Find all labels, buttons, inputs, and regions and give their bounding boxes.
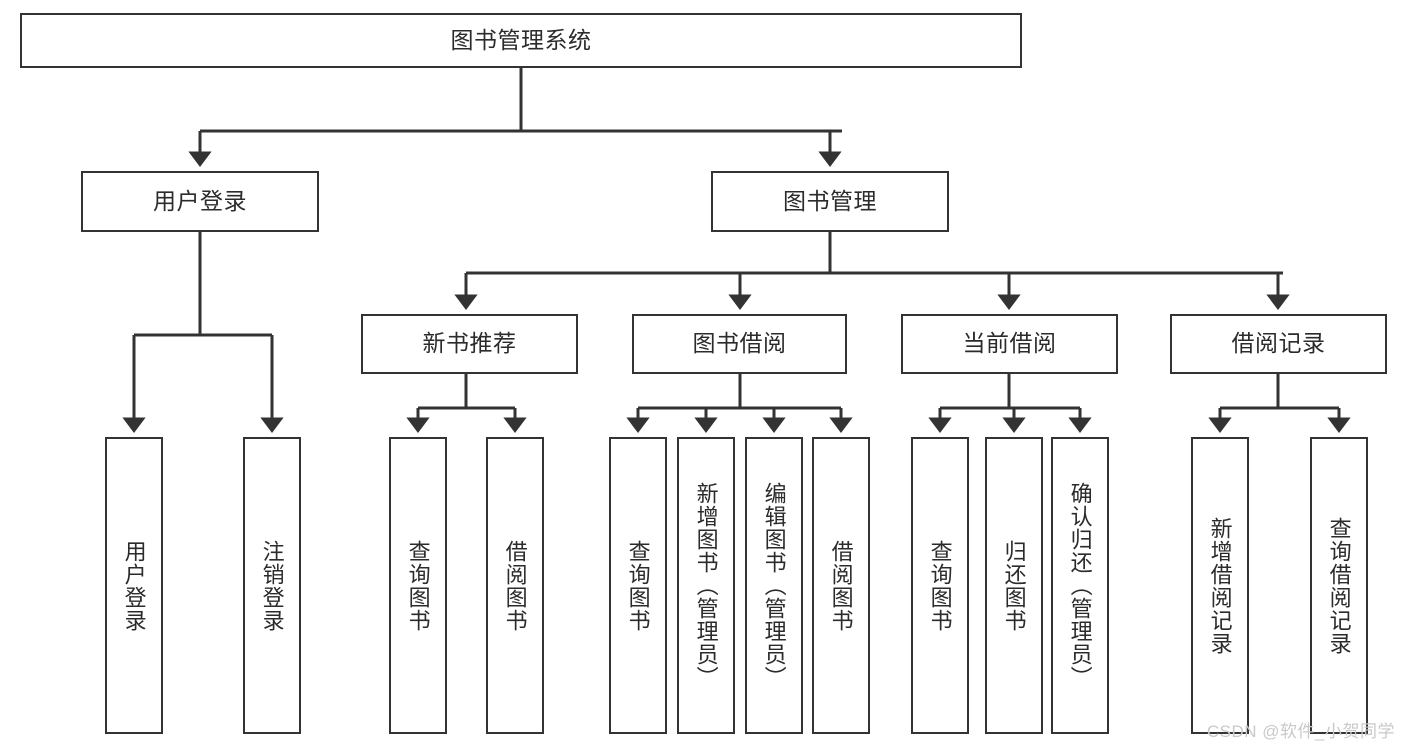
node-leaf-user-logout-label: 注销登录: [259, 539, 285, 632]
node-leaf-confirm-return[interactable]: 确认归还（管理员）: [1051, 437, 1109, 734]
node-leaf-return-book[interactable]: 归还图书: [985, 437, 1043, 734]
node-book-borrow-label: 图书借阅: [692, 330, 787, 357]
node-leaf-query-record[interactable]: 查询借阅记录: [1310, 437, 1368, 734]
node-new-book-recommend[interactable]: 新书推荐: [361, 314, 578, 374]
node-leaf-query-book-3[interactable]: 查询图书: [911, 437, 969, 734]
node-leaf-query-book-2[interactable]: 查询图书: [609, 437, 667, 734]
node-book-manage[interactable]: 图书管理: [711, 171, 949, 232]
node-new-book-recommend-label: 新书推荐: [422, 330, 517, 357]
node-leaf-edit-book-label: 编辑图书（管理员）: [761, 482, 787, 689]
node-root[interactable]: 图书管理系统: [20, 13, 1022, 68]
node-root-label: 图书管理系统: [450, 26, 592, 53]
watermark-text: CSDN @软件_小贺同学: [1206, 722, 1395, 741]
node-current-borrow[interactable]: 当前借阅: [901, 314, 1118, 374]
node-leaf-query-book-1-label: 查询图书: [405, 539, 431, 632]
node-leaf-query-record-label: 查询借阅记录: [1326, 516, 1352, 655]
node-leaf-edit-book[interactable]: 编辑图书（管理员）: [745, 437, 803, 734]
node-user-login-label: 用户登录: [153, 187, 247, 214]
node-leaf-borrow-book-2[interactable]: 借阅图书: [812, 437, 870, 734]
node-leaf-add-record-label: 新增借阅记录: [1207, 516, 1233, 655]
node-current-borrow-label: 当前借阅: [962, 330, 1057, 357]
node-leaf-add-book[interactable]: 新增图书（管理员）: [677, 437, 735, 734]
node-leaf-borrow-book-2-label: 借阅图书: [828, 539, 854, 632]
node-borrow-record-label: 借阅记录: [1231, 330, 1326, 357]
node-leaf-borrow-book-1[interactable]: 借阅图书: [486, 437, 544, 734]
node-leaf-query-book-1[interactable]: 查询图书: [389, 437, 447, 734]
node-book-borrow[interactable]: 图书借阅: [632, 314, 847, 374]
node-user-login[interactable]: 用户登录: [81, 171, 319, 232]
node-leaf-user-logout[interactable]: 注销登录: [243, 437, 301, 734]
node-leaf-confirm-return-label: 确认归还（管理员）: [1067, 482, 1093, 689]
node-leaf-add-record[interactable]: 新增借阅记录: [1191, 437, 1249, 734]
node-borrow-record[interactable]: 借阅记录: [1170, 314, 1387, 374]
node-leaf-add-book-label: 新增图书（管理员）: [693, 482, 719, 689]
node-leaf-user-login-label: 用户登录: [121, 539, 147, 632]
node-leaf-return-book-label: 归还图书: [1001, 539, 1027, 632]
node-leaf-query-book-2-label: 查询图书: [625, 539, 651, 632]
node-leaf-user-login[interactable]: 用户登录: [105, 437, 163, 734]
node-book-manage-label: 图书管理: [783, 187, 877, 214]
node-leaf-query-book-3-label: 查询图书: [927, 539, 953, 632]
node-leaf-borrow-book-1-label: 借阅图书: [502, 539, 528, 632]
